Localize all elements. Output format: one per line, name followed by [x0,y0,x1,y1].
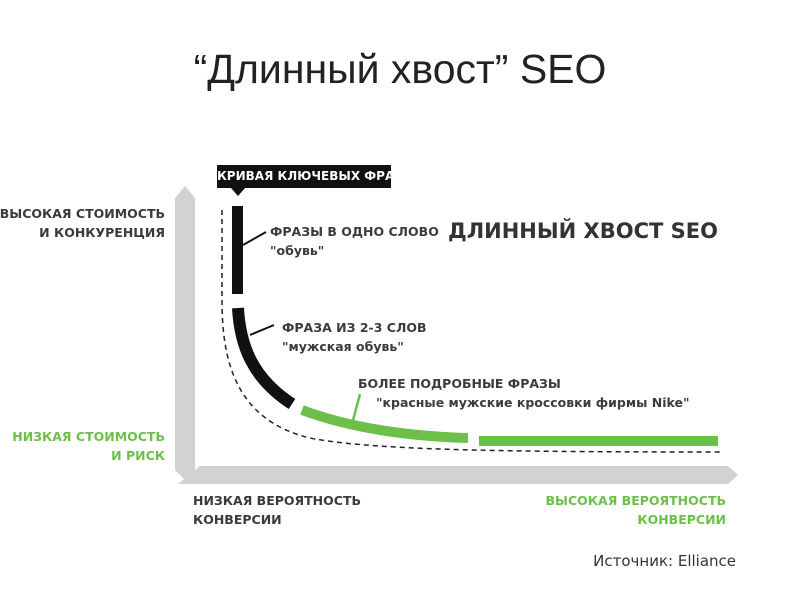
x-axis-high-label: ВЫСОКАЯ ВЕРОЯТНОСТЬ КОНВЕРСИИ [546,491,726,529]
segment-two-title: ФРАЗА ИЗ 2-3 СЛОВ [282,320,427,335]
segment-two-example: "мужская обувь" [282,339,404,354]
source-credit: Источник: Elliance [593,552,736,570]
y-axis-low-line-1: НИЗКАЯ СТОИМОСТЬ [12,429,165,444]
x-axis-low-line-2: КОНВЕРСИИ [193,512,282,527]
pointer-two-three [249,324,275,336]
y-axis-high-line-2: И КОНКУРЕНЦИЯ [39,225,165,240]
segment-one-example: "обувь" [270,243,325,258]
y-axis-low-label: НИЗКАЯ СТОИМОСТЬ И РИСК [12,427,165,465]
x-axis-high-line-2: КОНВЕРСИИ [637,512,726,527]
x-axis-low-label: НИЗКАЯ ВЕРОЯТНОСТЬ КОНВЕРСИИ [193,491,361,529]
segment-label-one-word: ФРАЗЫ В ОДНО СЛОВО "обувь" [270,222,439,260]
segment-three-example: "красные мужские кроссовки фирмы Nike" [376,395,690,410]
diagram-heading: ДЛИННЫЙ ХВОСТ SEO [448,219,718,243]
curve-tag-pointer [231,188,245,196]
segment-label-two-three: ФРАЗА ИЗ 2-3 СЛОВ "мужская обувь" [282,318,426,356]
pointer-long-tail [350,393,362,425]
y-axis-arrow [175,186,195,480]
x-axis-arrow [178,466,738,484]
x-axis-high-line-1: ВЫСОКАЯ ВЕРОЯТНОСТЬ [545,493,726,508]
segment-two-three-words [232,307,296,410]
source-name: Elliance [677,552,736,570]
x-axis-low-line-1: НИЗКАЯ ВЕРОЯТНОСТЬ [193,493,361,508]
segment-label-long-tail: БОЛЕЕ ПОДРОБНЫЕ ФРАЗЫ "красные мужские к… [358,374,689,412]
segment-long-tail-flat [479,436,718,446]
y-axis-high-line-1: ВЫСОКАЯ СТОИМОСТЬ [0,206,165,221]
slide-title: “Длинный хвост” SEO [193,46,607,92]
segment-one-title: ФРАЗЫ В ОДНО СЛОВО [270,224,439,239]
pointer-one-word [242,231,267,246]
dashed-guide-curve [221,210,723,453]
segment-three-title: БОЛЕЕ ПОДРОБНЫЕ ФРАЗЫ [358,376,561,391]
y-axis-high-label: ВЫСОКАЯ СТОИМОСТЬ И КОНКУРЕНЦИЯ [0,204,165,242]
segment-long-tail-curve [300,405,469,443]
source-label: Источник: [593,552,678,570]
y-axis-low-line-2: И РИСК [111,448,165,463]
segment-one-word [232,206,243,294]
curve-tag: КРИВАЯ КЛЮЧЕВЫХ ФРАЗ [217,165,403,188]
